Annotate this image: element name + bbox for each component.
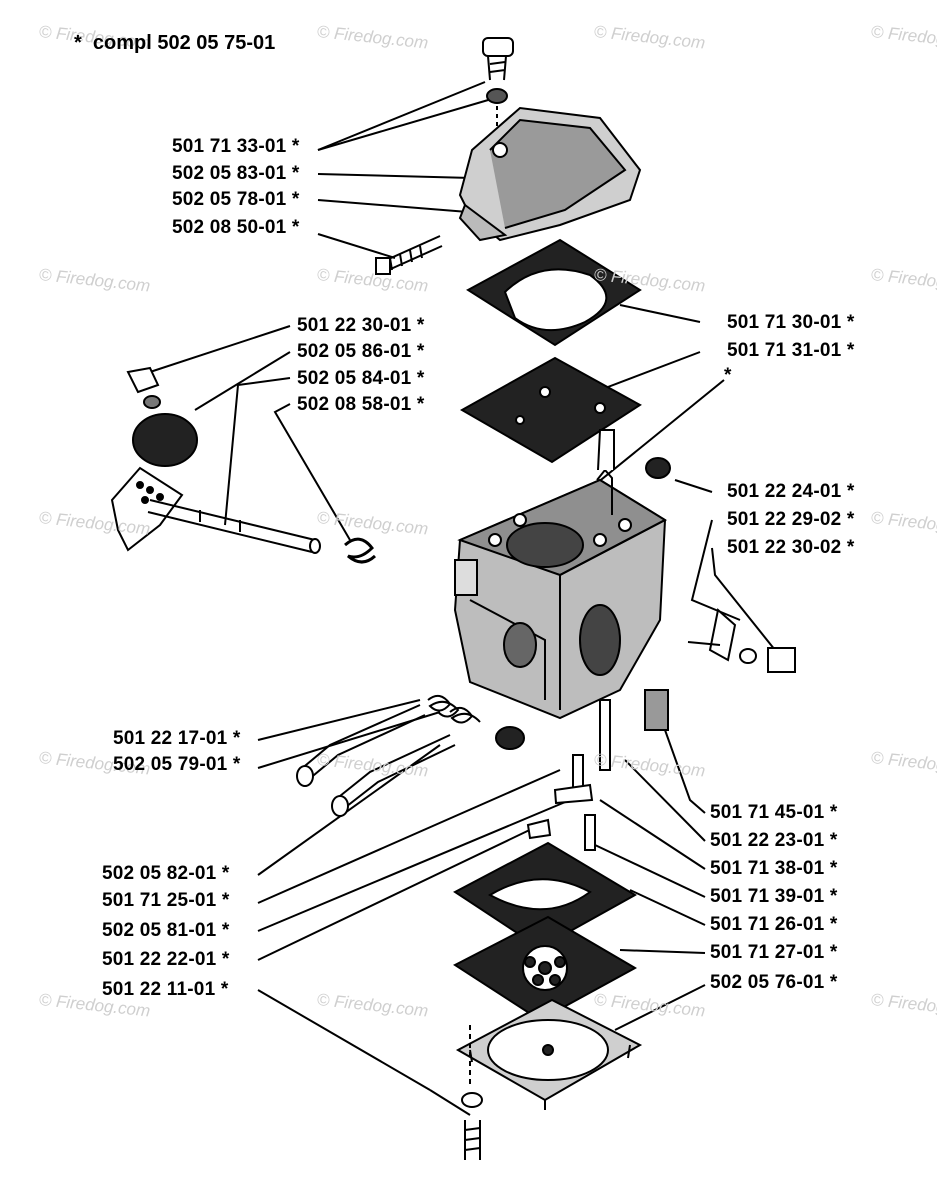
body-asterisk: * <box>724 365 732 386</box>
check-valve <box>644 689 669 731</box>
leader-line-l13 <box>257 799 571 932</box>
part-label-right: 501 71 30-01 * <box>727 312 855 333</box>
throttle-shaft <box>147 499 316 553</box>
kit-star: * <box>74 32 82 54</box>
part-label-right: 501 22 23-01 * <box>710 830 838 851</box>
top-washer <box>486 88 508 104</box>
kit-part-number: compl 502 05 75-01 <box>92 32 276 54</box>
metering-screw <box>526 818 552 840</box>
needle-spring-2 <box>449 706 481 724</box>
leader-line-l9 <box>257 699 421 741</box>
adjust-needle-2 <box>334 734 456 811</box>
part-label-right: 501 71 26-01 * <box>710 914 838 935</box>
choke-lever <box>708 608 737 662</box>
part-label-left: 502 05 86-01 * <box>297 341 425 362</box>
leader-line-l2 <box>317 173 473 179</box>
top-screw-head <box>482 37 514 57</box>
part-label-left: 501 22 30-01 * <box>297 315 425 336</box>
bottom-washer <box>461 1092 483 1108</box>
leader-line-r7 <box>624 759 706 842</box>
leader-line-l8 <box>273 403 351 541</box>
part-label-left: 501 22 17-01 * <box>113 728 241 749</box>
leader-line-r3 <box>674 479 713 493</box>
part-label-right: 501 22 24-01 * <box>727 481 855 502</box>
leader-line-l7 <box>224 377 291 526</box>
lever-arm <box>553 783 594 805</box>
part-label-right: 501 71 39-01 * <box>710 886 838 907</box>
part-label-left: 501 22 11-01 * <box>102 979 229 1000</box>
leader-line-l3 <box>317 199 469 213</box>
leader-line-r6 <box>664 729 706 814</box>
part-label-left: 501 71 33-01 * <box>172 136 300 157</box>
throttle-disc <box>132 413 198 467</box>
leader-line-l1b <box>317 97 496 151</box>
part-label-left: 502 05 84-01 * <box>297 368 425 389</box>
small-cap <box>645 457 671 479</box>
leader-line-r5 <box>711 547 776 651</box>
part-label-left: 502 05 82-01 * <box>102 863 230 884</box>
leader-line-r11 <box>619 949 706 954</box>
leader-line-r4 <box>690 519 741 621</box>
part-label-left: 502 05 78-01 * <box>172 189 300 210</box>
part-label-left: 502 05 81-01 * <box>102 920 230 941</box>
leader-line-r12 <box>614 984 706 1031</box>
inlet-needle <box>599 699 611 771</box>
part-label-right: 501 71 45-01 * <box>710 802 838 823</box>
leader-line-r1 <box>619 304 701 323</box>
plug-disc <box>495 726 525 750</box>
kit-reference: * compl 502 05 75-01 <box>74 32 275 55</box>
part-label-left: 502 08 50-01 * <box>172 217 300 238</box>
leader-line-l1 <box>317 81 486 151</box>
leader-line-l12 <box>257 769 561 904</box>
part-label-right: 501 71 27-01 * <box>710 942 838 963</box>
part-label-right: 501 71 38-01 * <box>710 858 838 879</box>
leader-line-l6 <box>194 351 291 411</box>
pivot-pin <box>584 814 596 851</box>
leader-line-l15b <box>429 1089 471 1116</box>
part-label-left: 501 22 22-01 * <box>102 949 230 970</box>
leader-line-l5 <box>149 325 291 373</box>
throttle-lever <box>110 466 184 552</box>
adjust-needle-1 <box>299 704 426 781</box>
part-label-left: 501 71 25-01 * <box>102 890 230 911</box>
throttle-spring <box>344 537 377 564</box>
part-label-left: 502 05 79-01 * <box>113 754 241 775</box>
top-screw-shaft <box>487 55 507 81</box>
bottom-screw <box>464 1120 481 1160</box>
fuel-nipple <box>597 429 615 471</box>
part-label-right: 501 22 30-02 * <box>727 537 855 558</box>
leader-line-r8 <box>599 799 706 870</box>
part-label-left: 502 05 83-01 * <box>172 163 300 184</box>
leader-line-l4 <box>317 233 396 259</box>
small-screw <box>126 366 160 394</box>
choke-screw <box>767 647 796 673</box>
leader-line-l15 <box>257 989 431 1091</box>
part-label-right: 502 05 76-01 * <box>710 972 838 993</box>
part-label-left: 502 08 58-01 * <box>297 394 425 415</box>
part-label-right: 501 22 29-02 * <box>727 509 855 530</box>
leader-line-l14 <box>257 824 541 961</box>
leader-line-r10 <box>629 889 706 926</box>
needle-spring-1 <box>427 694 460 718</box>
part-label-right: 501 71 31-01 * <box>727 340 855 361</box>
pump-diaphragm <box>459 356 642 464</box>
leader-line-r9 <box>594 844 706 898</box>
leader-line-r2 <box>599 351 701 391</box>
